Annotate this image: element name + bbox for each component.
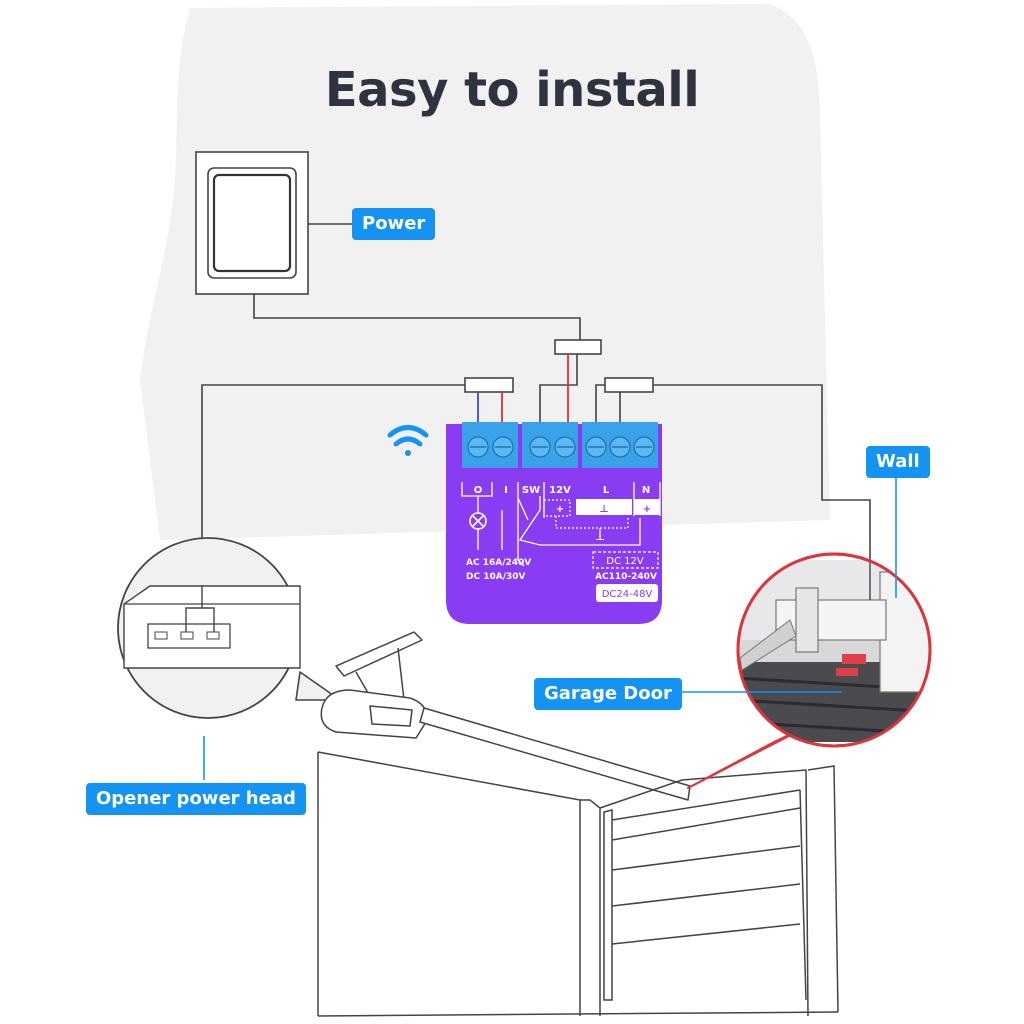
wall-zoom-circle <box>687 552 932 789</box>
polarity-ground: ⊥ <box>595 532 604 543</box>
power-wires <box>201 223 871 610</box>
wall-label: Wall <box>866 446 930 478</box>
terminal-label-sw: SW <box>522 485 540 496</box>
terminal-label-i: I <box>504 485 508 496</box>
input-ac: AC110-240V <box>595 572 657 582</box>
page-title: Easy to install <box>324 62 700 118</box>
input-dc24: DC24-48V <box>602 589 653 600</box>
background-blob <box>140 4 830 540</box>
callout-leaders <box>664 476 897 693</box>
opener-power-head-label: Opener power head <box>86 783 306 815</box>
terminal-label-o: O <box>474 485 483 496</box>
polarity-n: + <box>643 504 651 515</box>
terminal-label-l: L <box>603 485 610 496</box>
rating-dc: DC 10A/30V <box>466 572 526 582</box>
wall-switch <box>195 151 309 295</box>
opener-zoom-circle <box>117 537 341 719</box>
rating-ac: AC 16A/240V <box>466 558 531 568</box>
polarity-l: ⊥ <box>599 504 608 515</box>
garage-structure <box>317 751 839 1017</box>
lamp-icon <box>469 512 487 530</box>
terminal-label-n: N <box>642 485 650 496</box>
input-dc12: DC 12V <box>606 556 644 567</box>
garage-door-label: Garage Door <box>534 678 682 710</box>
wifi-icon <box>387 425 429 456</box>
opener-power-head <box>320 631 691 801</box>
polarity-12v: + <box>556 504 564 515</box>
terminal-label-12v: 12V <box>549 485 571 496</box>
power-label: Power <box>352 208 436 240</box>
relay-module: O I SW 12V L N + ⊥ + ⊥ DC 12V AC110-240V… <box>446 422 662 624</box>
